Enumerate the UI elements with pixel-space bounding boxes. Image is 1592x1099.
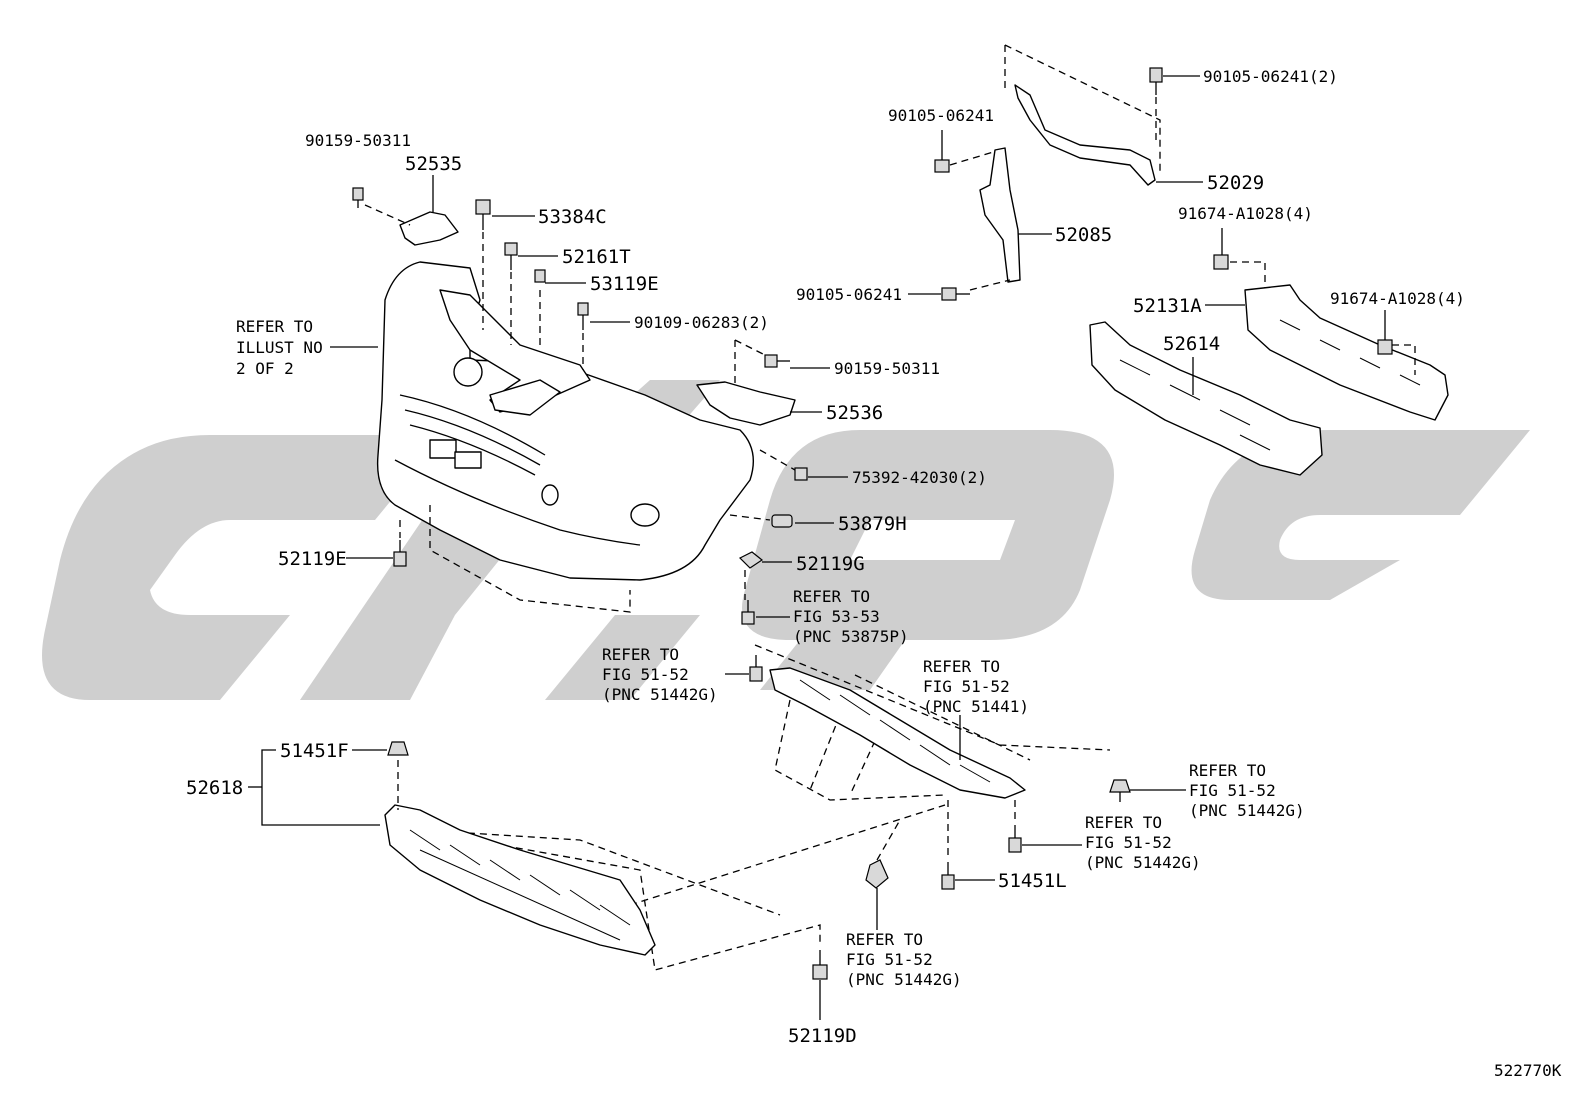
label-90109-06283: 90109-06283(2)	[634, 313, 769, 332]
refer-51442g-left-text: REFER TO FIG 51-52 (PNC 51442G)	[602, 645, 718, 704]
label-52029: 52029	[1207, 172, 1264, 194]
label-91674-a: 91674-A1028(4)	[1178, 204, 1313, 223]
bumper-cover-body	[376, 261, 754, 581]
label-51451f: 51451F	[280, 740, 349, 762]
label-52536: 52536	[826, 402, 883, 424]
dash-52029-frame	[1004, 44, 1161, 175]
clip-53119e	[534, 269, 546, 283]
label-53879h: 53879H	[838, 513, 907, 535]
label-52618: 52618	[186, 777, 243, 799]
bolt-91674-b	[1377, 310, 1393, 355]
bumper-side-hole	[541, 484, 559, 506]
nut-53879h	[771, 514, 793, 528]
document-id: 522770K	[1494, 1061, 1562, 1080]
clip-52161t	[504, 242, 518, 270]
label-91674-b: 91674-A1028(4)	[1330, 289, 1465, 308]
bumper-grille-upper	[399, 394, 546, 476]
watermark-shape-5	[1191, 430, 1530, 600]
dash-91674-a	[1230, 261, 1266, 292]
screw-refer-51442g-left	[749, 655, 763, 682]
label-52131a: 52131A	[1133, 295, 1202, 317]
clip-53384c	[475, 199, 491, 230]
reinforcement-52131a	[1244, 284, 1449, 421]
dash-90159-mid	[734, 339, 766, 385]
bumper-cover	[376, 261, 754, 581]
refer-51442g-right-top-text: REFER TO FIG 51-52 (PNC 51442G)	[1189, 761, 1305, 820]
clip-51451f	[387, 741, 409, 756]
label-75392-42030: 75392-42030(2)	[852, 468, 987, 487]
refer-51441-text: REFER TO FIG 51-52 (PNC 51441)	[923, 657, 1029, 716]
clip-52119e	[393, 540, 407, 567]
bolt-90105-06241-a	[934, 130, 950, 173]
watermark-shape-1	[42, 435, 445, 700]
absorber-ribs	[1119, 359, 1271, 451]
screw-52119d	[812, 950, 828, 980]
absorber-52614	[1089, 321, 1323, 476]
screw-51451l	[941, 862, 955, 890]
label-52119d: 52119D	[788, 1025, 857, 1047]
license-plate-bracket	[489, 379, 561, 416]
refer-51442g-right-mid-text: REFER TO FIG 51-52 (PNC 51442G)	[1085, 813, 1201, 872]
bracket-52535	[399, 211, 459, 246]
dash-52535	[364, 204, 411, 226]
label-53119e: 53119E	[590, 273, 659, 295]
label-51451l: 51451L	[998, 870, 1067, 892]
clip-refer-51442g-bottom	[865, 859, 889, 930]
bolt-90105-06241-b	[941, 287, 970, 301]
label-90105-06241-b: 90105-06241	[796, 285, 902, 304]
watermark-shape-4	[742, 430, 1114, 690]
bumper-slot-left	[429, 439, 457, 459]
bolt-90105-06241-2	[1149, 67, 1163, 95]
screw-refer-51442g-right-mid	[1008, 825, 1022, 853]
label-52119g: 52119G	[796, 553, 865, 575]
label-90159-50311-top: 90159-50311	[305, 131, 411, 150]
label-53384c: 53384C	[538, 206, 607, 228]
label-52085: 52085	[1055, 224, 1112, 246]
bumper-lower-lip	[394, 459, 641, 546]
label-52614: 52614	[1163, 333, 1220, 355]
bumper-emblem	[453, 357, 483, 387]
clip-75392-42030	[794, 467, 808, 481]
bumper-fog-lamp-hole	[630, 503, 660, 527]
dash-center-cover	[754, 644, 1111, 801]
label-90105-06241-2: 90105-06241(2)	[1203, 67, 1338, 86]
dash-90105-a	[949, 149, 1001, 166]
bracket-52085	[979, 147, 1021, 283]
refer-illust-text: REFER TO ILLUST NO 2 OF 2	[236, 317, 332, 378]
under-cover-52618-ribs	[409, 829, 631, 941]
dash-90105-b	[969, 279, 1011, 291]
bolt-90159-50311-top	[352, 187, 364, 208]
bolt-90159-50311-mid	[764, 354, 790, 368]
label-52535: 52535	[405, 153, 462, 175]
bracket-52536	[696, 381, 796, 426]
dash-refer-bottom	[876, 819, 901, 861]
dash-bumper-bottom	[399, 505, 631, 613]
label-90105-06241-a: 90105-06241	[888, 106, 994, 125]
refer-51442g-bottom-text: REFER TO FIG 51-52 (PNC 51442G)	[846, 930, 962, 989]
under-cover-center-ribs	[799, 679, 991, 783]
refer-53-53-text: REFER TO FIG 53-53 (PNC 53875P)	[793, 587, 909, 646]
bolt-91674-a	[1213, 228, 1229, 270]
dash-75392	[759, 449, 796, 471]
label-90159-50311-mid: 90159-50311	[834, 359, 940, 378]
bumper-slot-right	[454, 451, 482, 469]
clip-52119g	[738, 551, 764, 569]
screw-90109-06283	[577, 302, 589, 330]
label-52119e: 52119E	[278, 548, 347, 570]
screw-refer-53-53	[741, 600, 755, 625]
dash-53879h	[729, 514, 771, 521]
reinforcement-holes	[1279, 319, 1421, 386]
clip-refer-51442g-right-top	[1109, 779, 1131, 802]
dash-lower-cover	[419, 804, 946, 971]
bracket-52029	[1014, 84, 1156, 186]
label-52161t: 52161T	[562, 246, 631, 268]
dash-91674-b	[1392, 344, 1416, 375]
